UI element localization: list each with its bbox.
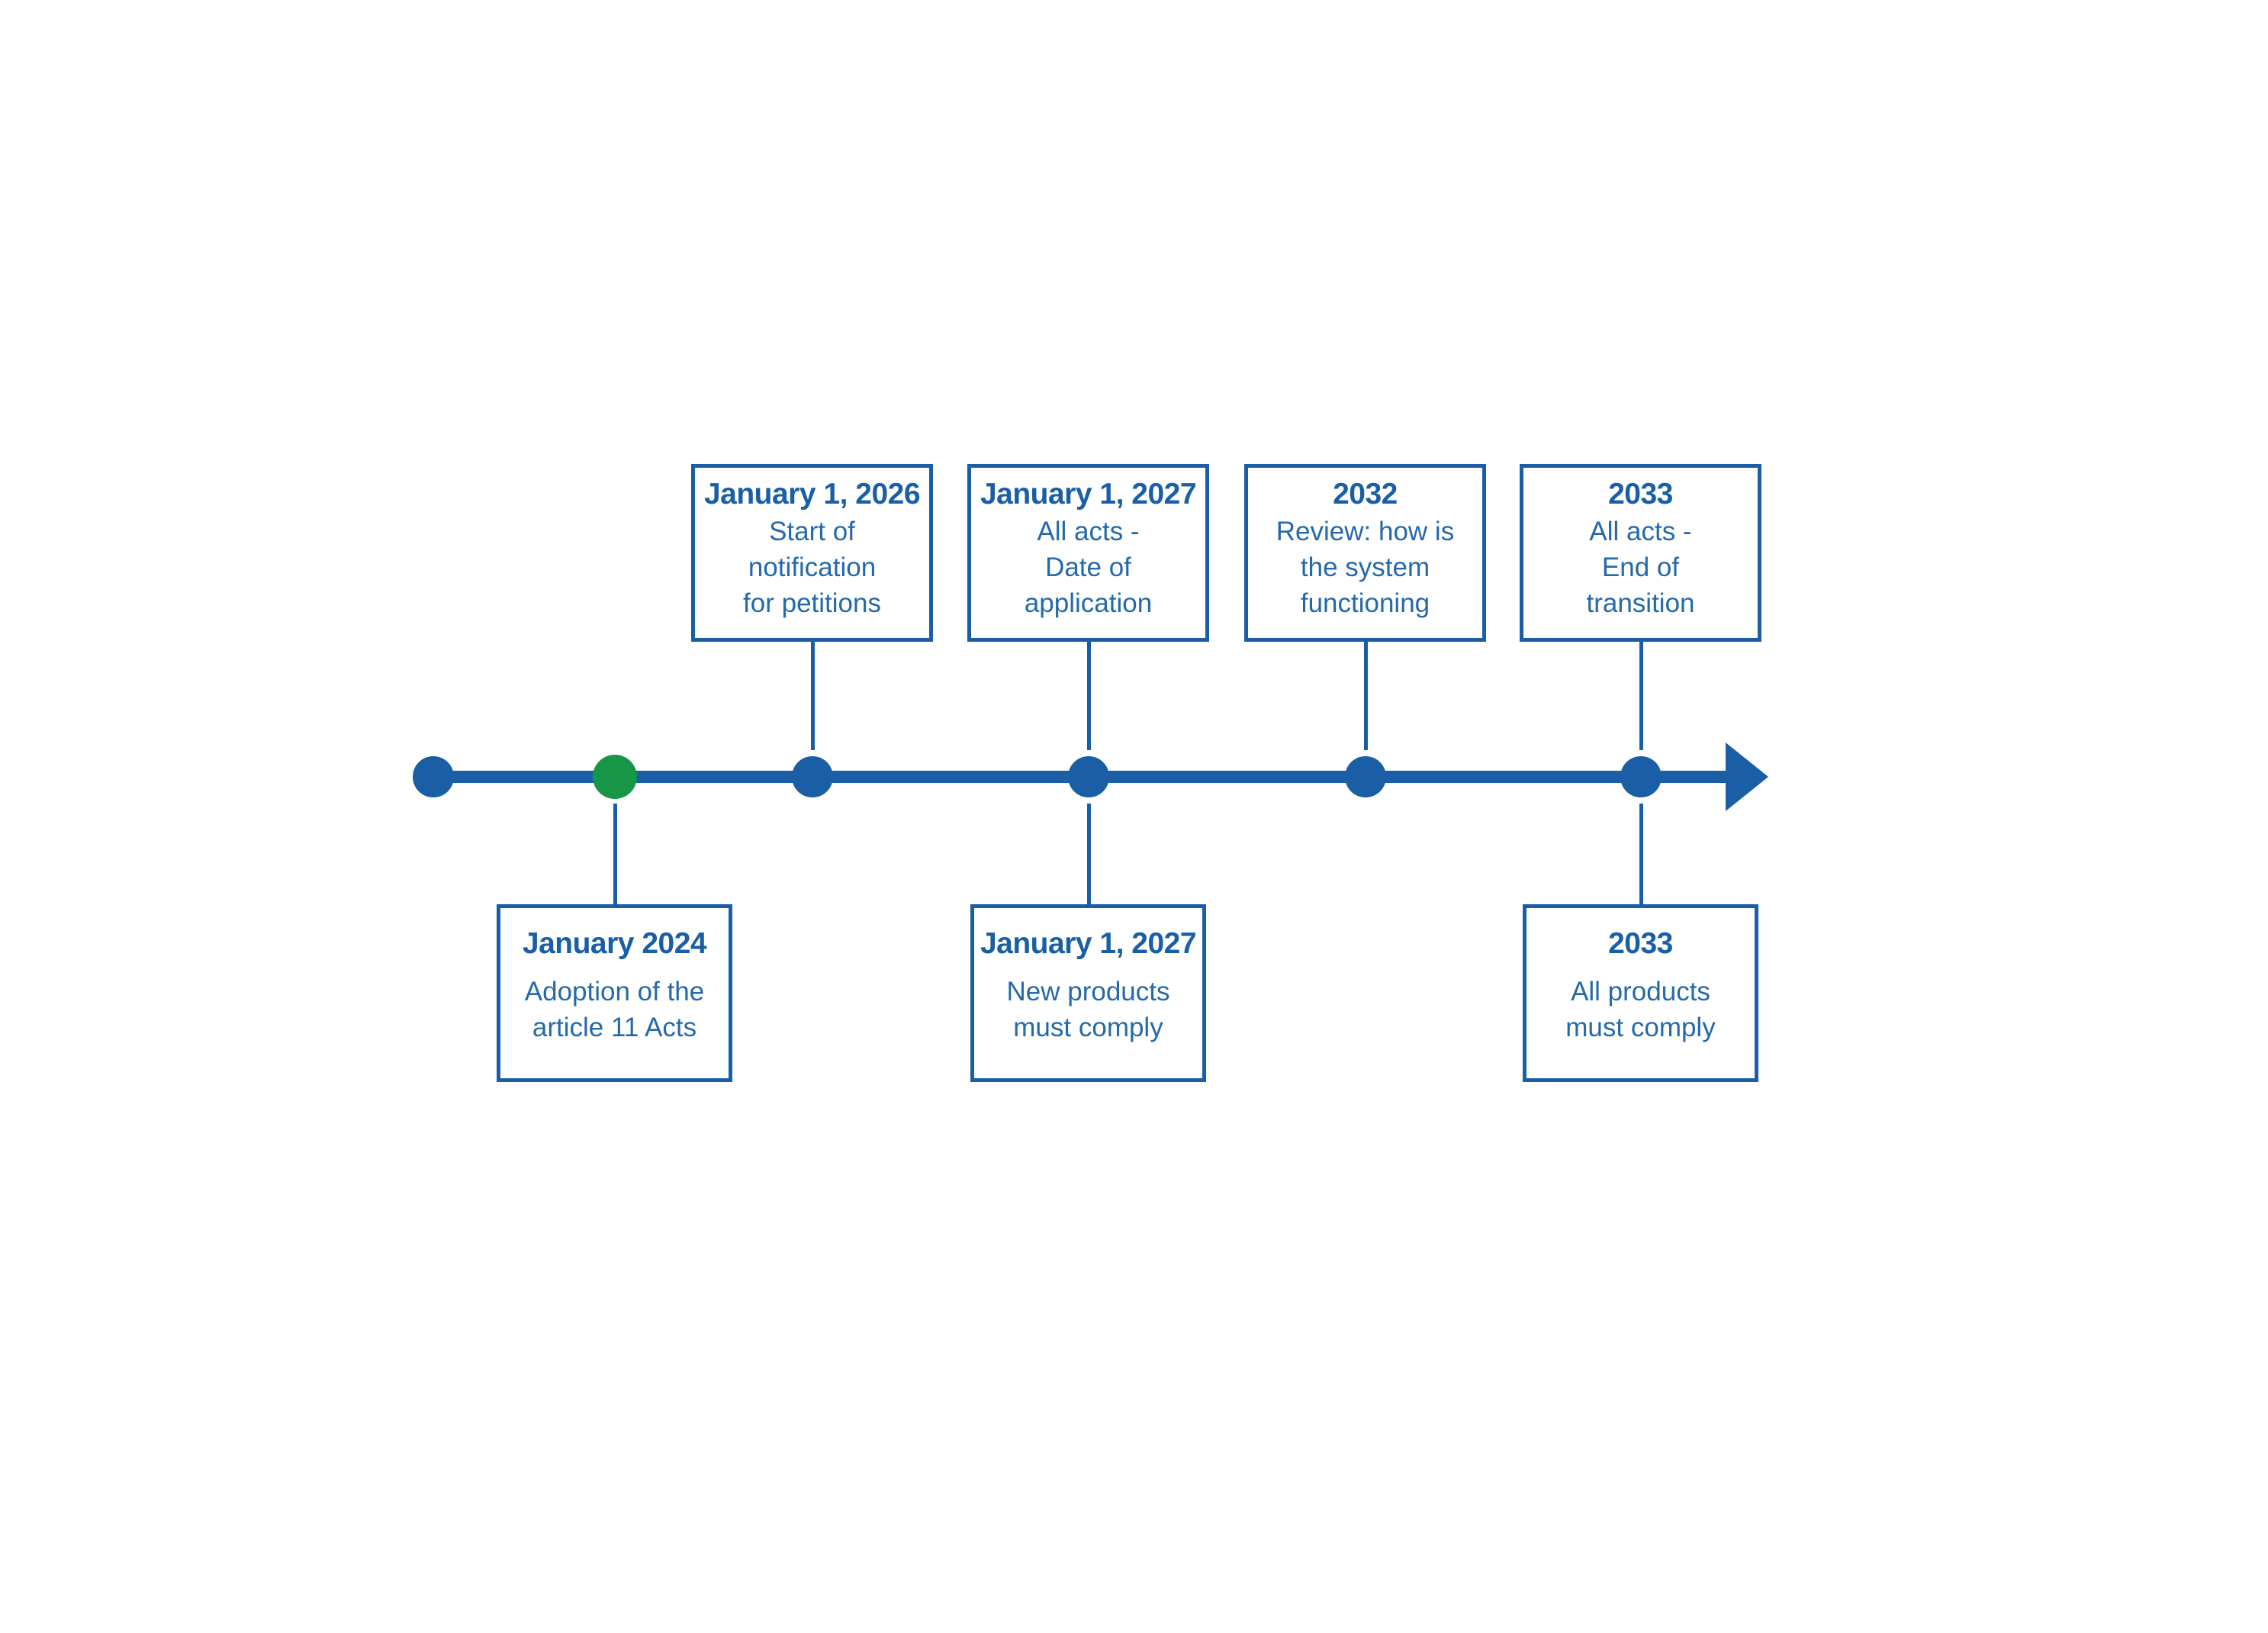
event-box-2032: 2032 Review: how is the system functioni… bbox=[1244, 464, 1486, 642]
event-date: 2032 bbox=[1333, 478, 1398, 511]
event-text-line: must comply bbox=[1565, 1013, 1716, 1042]
timeline-dot-jan-2027 bbox=[1068, 756, 1109, 797]
event-text-line: must comply bbox=[1013, 1013, 1163, 1042]
arrow-right-icon bbox=[1726, 742, 1768, 811]
event-text-line: All acts - bbox=[1589, 517, 1692, 546]
event-text-line: application bbox=[1024, 588, 1153, 618]
event-box-jan-2027-above: January 1, 2027 All acts - Date of appli… bbox=[967, 464, 1209, 642]
event-text-line: functioning bbox=[1300, 588, 1430, 618]
connector-2033-below bbox=[1639, 804, 1643, 904]
event-text-line: New products bbox=[1006, 977, 1170, 1007]
event-box-jan-2024: January 2024 Adoption of the article 11 … bbox=[497, 904, 732, 1082]
timeline-dot-start bbox=[413, 756, 454, 797]
event-text-line: All acts - bbox=[1037, 517, 1140, 546]
event-text-line: for petitions bbox=[743, 588, 881, 618]
event-date: January 1, 2026 bbox=[703, 478, 921, 511]
connector-jan-2027-below bbox=[1087, 804, 1091, 904]
event-text-line: Review: how is bbox=[1276, 517, 1455, 546]
connector-2033-above bbox=[1639, 642, 1643, 750]
timeline-dot-2032 bbox=[1345, 756, 1386, 797]
event-date: January 1, 2027 bbox=[980, 478, 1197, 511]
event-box-2033-above: 2033 All acts - End of transition bbox=[1520, 464, 1761, 642]
event-text-line: the system bbox=[1300, 552, 1430, 582]
timeline-dot-jan-2026 bbox=[792, 756, 833, 797]
timeline-dot-2033 bbox=[1620, 756, 1662, 797]
event-text-line: article 11 Acts bbox=[532, 1013, 697, 1042]
event-box-2033-below: 2033 All products must comply bbox=[1523, 904, 1758, 1082]
connector-jan-2024 bbox=[613, 804, 617, 904]
connector-jan-2026 bbox=[811, 642, 815, 750]
event-text-line: Adoption of the bbox=[524, 977, 705, 1007]
event-text-line: End of bbox=[1601, 552, 1680, 582]
event-date: January 2024 bbox=[522, 927, 707, 960]
event-text-line: Date of bbox=[1045, 552, 1131, 582]
event-box-jan-2027-below: January 1, 2027 New products must comply bbox=[970, 904, 1206, 1082]
connector-2032 bbox=[1364, 642, 1368, 750]
event-date: 2033 bbox=[1608, 927, 1673, 960]
event-text-line: All products bbox=[1571, 977, 1710, 1007]
event-date: January 1, 2027 bbox=[980, 927, 1197, 960]
event-date: 2033 bbox=[1608, 478, 1673, 511]
event-text-line: notification bbox=[748, 552, 877, 582]
event-box-jan-2026: January 1, 2026 Start of notification fo… bbox=[691, 464, 933, 642]
timeline-dot-jan-2024-highlight bbox=[593, 755, 637, 799]
event-text-line: Start of bbox=[769, 517, 855, 546]
connector-jan-2027-above bbox=[1087, 642, 1091, 750]
event-text-line: transition bbox=[1586, 588, 1695, 618]
